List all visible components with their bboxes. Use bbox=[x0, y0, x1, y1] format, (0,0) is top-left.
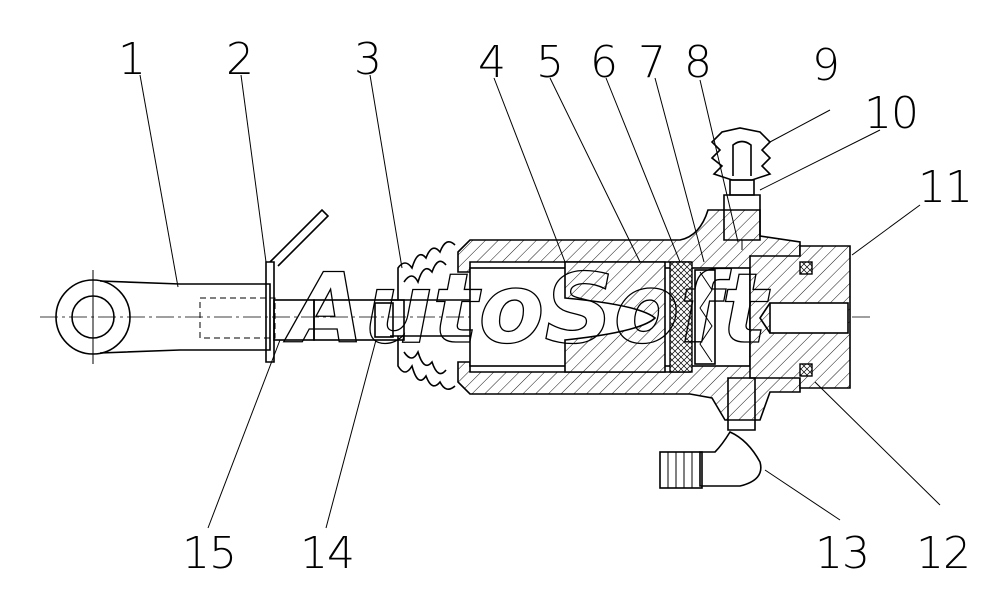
watermark-text: AutoSoft bbox=[283, 253, 770, 365]
inlet-fitting bbox=[659, 377, 762, 489]
dust-boot bbox=[397, 240, 456, 390]
callout-7: 7 bbox=[638, 37, 665, 88]
pushrod-eye bbox=[55, 270, 276, 364]
o-ring-bottom bbox=[799, 363, 813, 377]
callout-3: 3 bbox=[354, 34, 381, 85]
return-spring bbox=[699, 271, 713, 363]
callout-12: 12 bbox=[916, 528, 970, 579]
piston bbox=[564, 261, 666, 373]
callout-1: 1 bbox=[118, 34, 145, 85]
callout-14: 14 bbox=[300, 528, 354, 579]
callout-2: 2 bbox=[226, 34, 253, 85]
spring-guide bbox=[694, 269, 716, 365]
callout-5: 5 bbox=[536, 37, 563, 88]
cup-seal bbox=[669, 261, 693, 373]
leader-lines bbox=[139, 74, 941, 529]
callout-13: 13 bbox=[815, 528, 869, 579]
callout-10: 10 bbox=[864, 88, 918, 139]
callout-9: 9 bbox=[812, 40, 839, 91]
callout-labels: 1 2 3 4 5 6 7 8 9 10 11 12 13 14 15 bbox=[118, 34, 973, 579]
end-cap-thread bbox=[769, 302, 849, 334]
callout-4: 4 bbox=[478, 37, 505, 88]
callout-11: 11 bbox=[918, 162, 972, 213]
o-ring-top bbox=[799, 261, 813, 275]
callout-6: 6 bbox=[590, 37, 617, 88]
callout-8: 8 bbox=[684, 37, 711, 88]
callout-15: 15 bbox=[182, 528, 236, 579]
